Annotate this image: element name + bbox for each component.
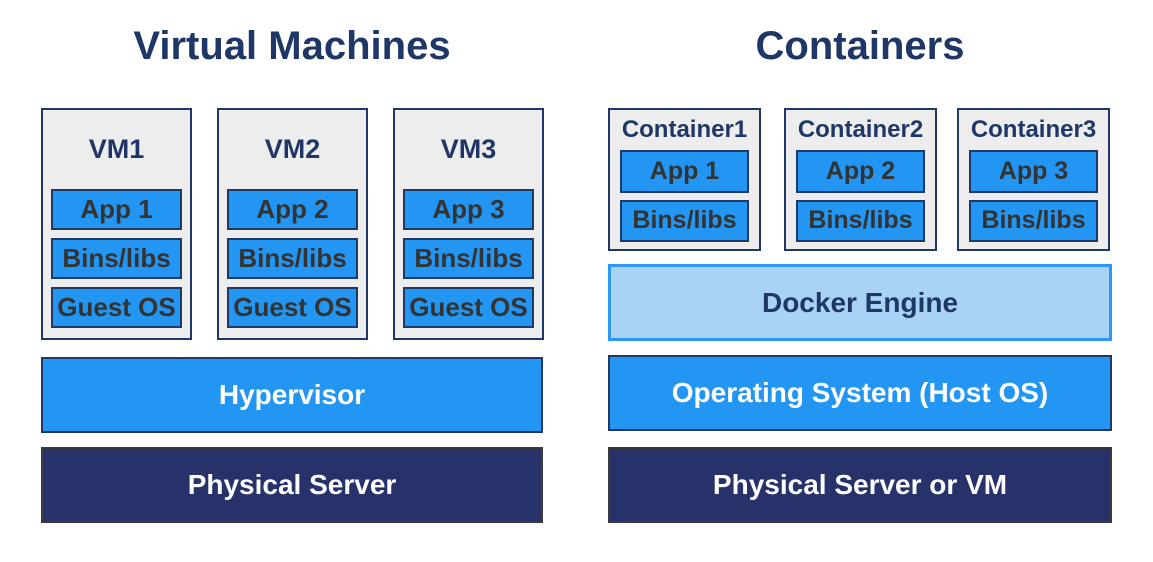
docker-engine-bar: Docker Engine <box>608 264 1112 341</box>
vm1-box: VM1 App 1 Bins/libs Guest OS <box>41 108 192 340</box>
vm3-label: VM3 <box>440 134 497 164</box>
container3-binslibs-chip: Bins/libs <box>969 199 1098 242</box>
container3-app-chip: App 3 <box>969 150 1098 193</box>
vm2-label: VM2 <box>264 134 321 164</box>
container1-box: Container1 App 1 Bins/libs <box>608 108 761 251</box>
container2-label: Container2 <box>797 116 924 144</box>
vm2-box: VM2 App 2 Bins/libs Guest OS <box>217 108 368 340</box>
container1-label: Container1 <box>621 116 748 144</box>
vm1-guestos-chip: Guest OS <box>51 287 182 328</box>
vm3-guestos-chip: Guest OS <box>403 287 534 328</box>
vm3-app-chip: App 3 <box>403 189 534 230</box>
vm2-binslibs-chip: Bins/libs <box>227 238 358 279</box>
container1-binslibs-chip: Bins/libs <box>620 199 749 242</box>
container2-app-chip: App 2 <box>796 150 925 193</box>
physical-server-bar: Physical Server <box>41 447 543 523</box>
container3-label: Container3 <box>970 116 1097 144</box>
physical-server-or-vm-bar: Physical Server or VM <box>608 447 1112 523</box>
vm3-box: VM3 App 3 Bins/libs Guest OS <box>393 108 544 340</box>
container3-box: Container3 App 3 Bins/libs <box>957 108 1110 251</box>
vm2-guestos-chip: Guest OS <box>227 287 358 328</box>
vm1-label: VM1 <box>88 134 145 164</box>
vm2-app-chip: App 2 <box>227 189 358 230</box>
container2-box: Container2 App 2 Bins/libs <box>784 108 937 251</box>
vm1-binslibs-chip: Bins/libs <box>51 238 182 279</box>
vm3-binslibs-chip: Bins/libs <box>403 238 534 279</box>
vm1-app-chip: App 1 <box>51 189 182 230</box>
virtual-machines-title: Virtual Machines <box>133 23 451 68</box>
container2-binslibs-chip: Bins/libs <box>796 199 925 242</box>
host-os-bar: Operating System (Host OS) <box>608 355 1112 431</box>
container1-app-chip: App 1 <box>620 150 749 193</box>
hypervisor-bar: Hypervisor <box>41 357 543 433</box>
containers-title: Containers <box>755 23 965 68</box>
